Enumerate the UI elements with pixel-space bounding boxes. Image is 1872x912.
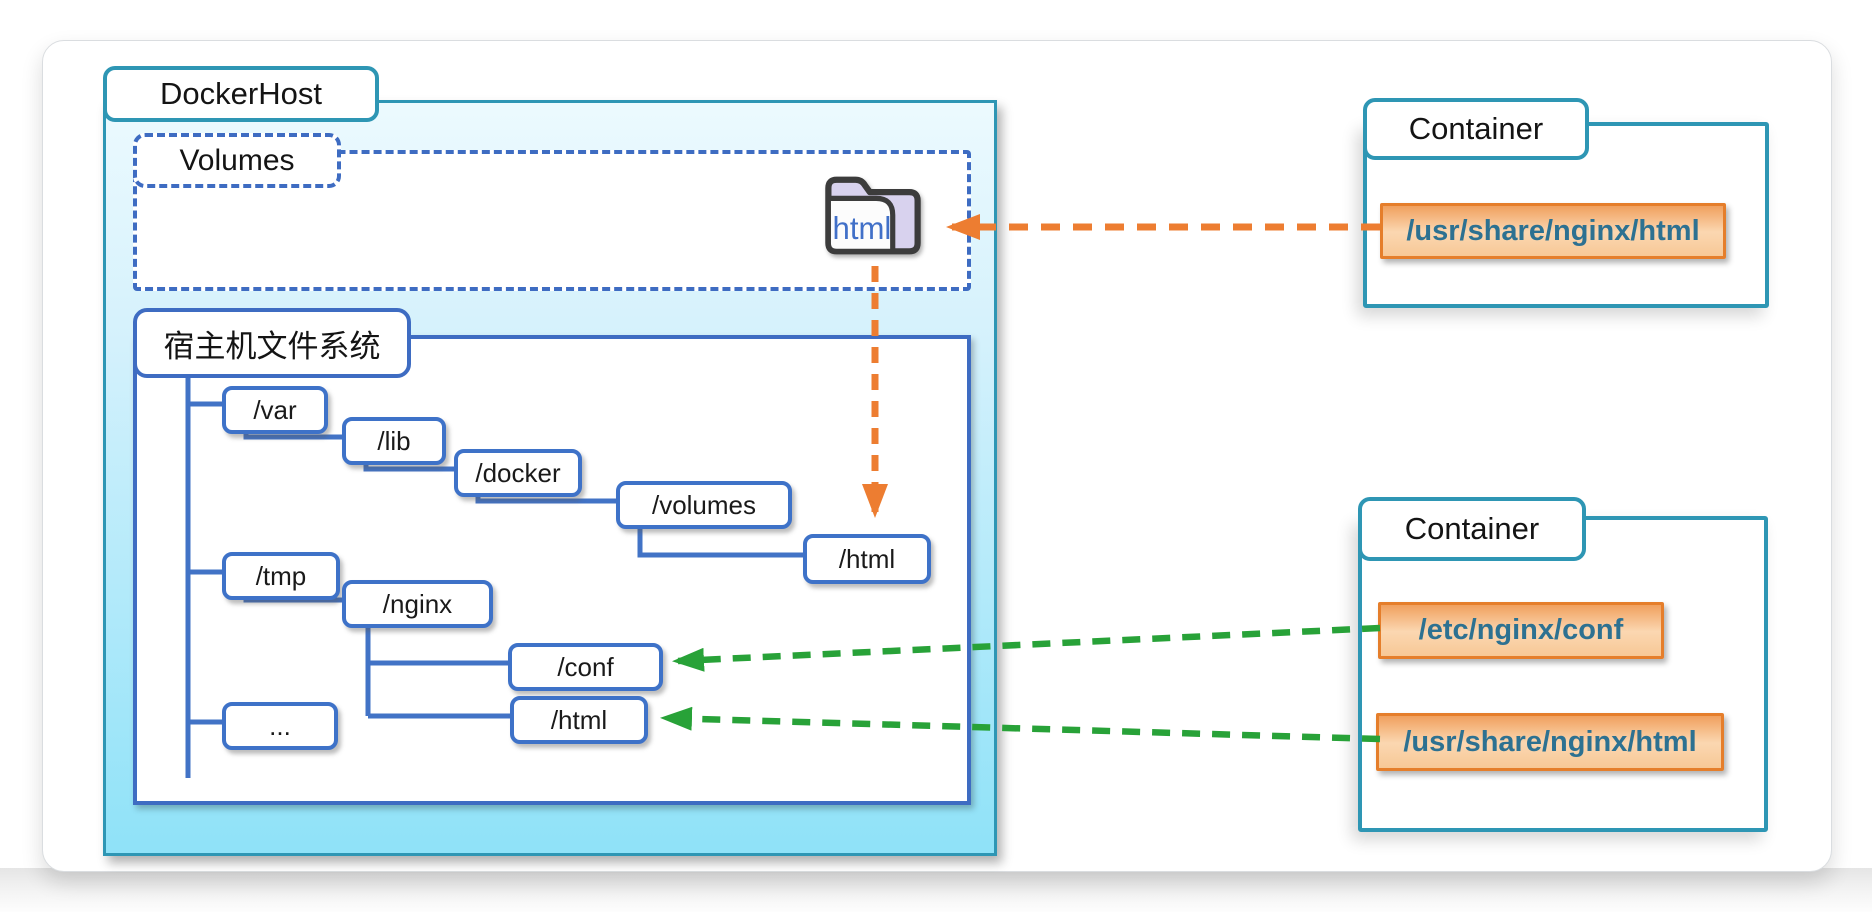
- folder-name-text: html: [833, 211, 892, 246]
- container-bottom-mount-html: /usr/share/nginx/html: [1376, 713, 1724, 771]
- container-top-label: Container: [1363, 98, 1589, 160]
- tree-node-lib: /lib: [342, 417, 446, 465]
- html-volume-folder-icon: html: [818, 166, 928, 264]
- container-bottom-box: [1358, 516, 1768, 832]
- tree-node-volumes: /volumes: [616, 481, 792, 529]
- tree-node-tmp: /tmp: [222, 552, 340, 600]
- folder-front-shape: [825, 195, 896, 254]
- tree-node-nginx: /nginx: [342, 580, 493, 628]
- dockerhost-label: DockerHost: [103, 66, 379, 122]
- tree-node-ellipsis: ...: [222, 702, 338, 750]
- tree-node-conf: /conf: [508, 643, 663, 691]
- tree-node-html-under-nginx: /html: [510, 696, 648, 744]
- tree-node-docker: /docker: [454, 449, 582, 497]
- volumes-label: Volumes: [133, 133, 341, 188]
- container-top-mount-html: /usr/share/nginx/html: [1380, 203, 1726, 259]
- tree-node-html-under-volumes: /html: [803, 534, 931, 584]
- container-bottom-mount-conf: /etc/nginx/conf: [1378, 602, 1664, 659]
- container-bottom-label: Container: [1358, 497, 1586, 561]
- page-bottom-band: [0, 868, 1872, 912]
- host-filesystem-label: 宿主机文件系统: [133, 308, 411, 378]
- tree-node-var: /var: [222, 386, 328, 434]
